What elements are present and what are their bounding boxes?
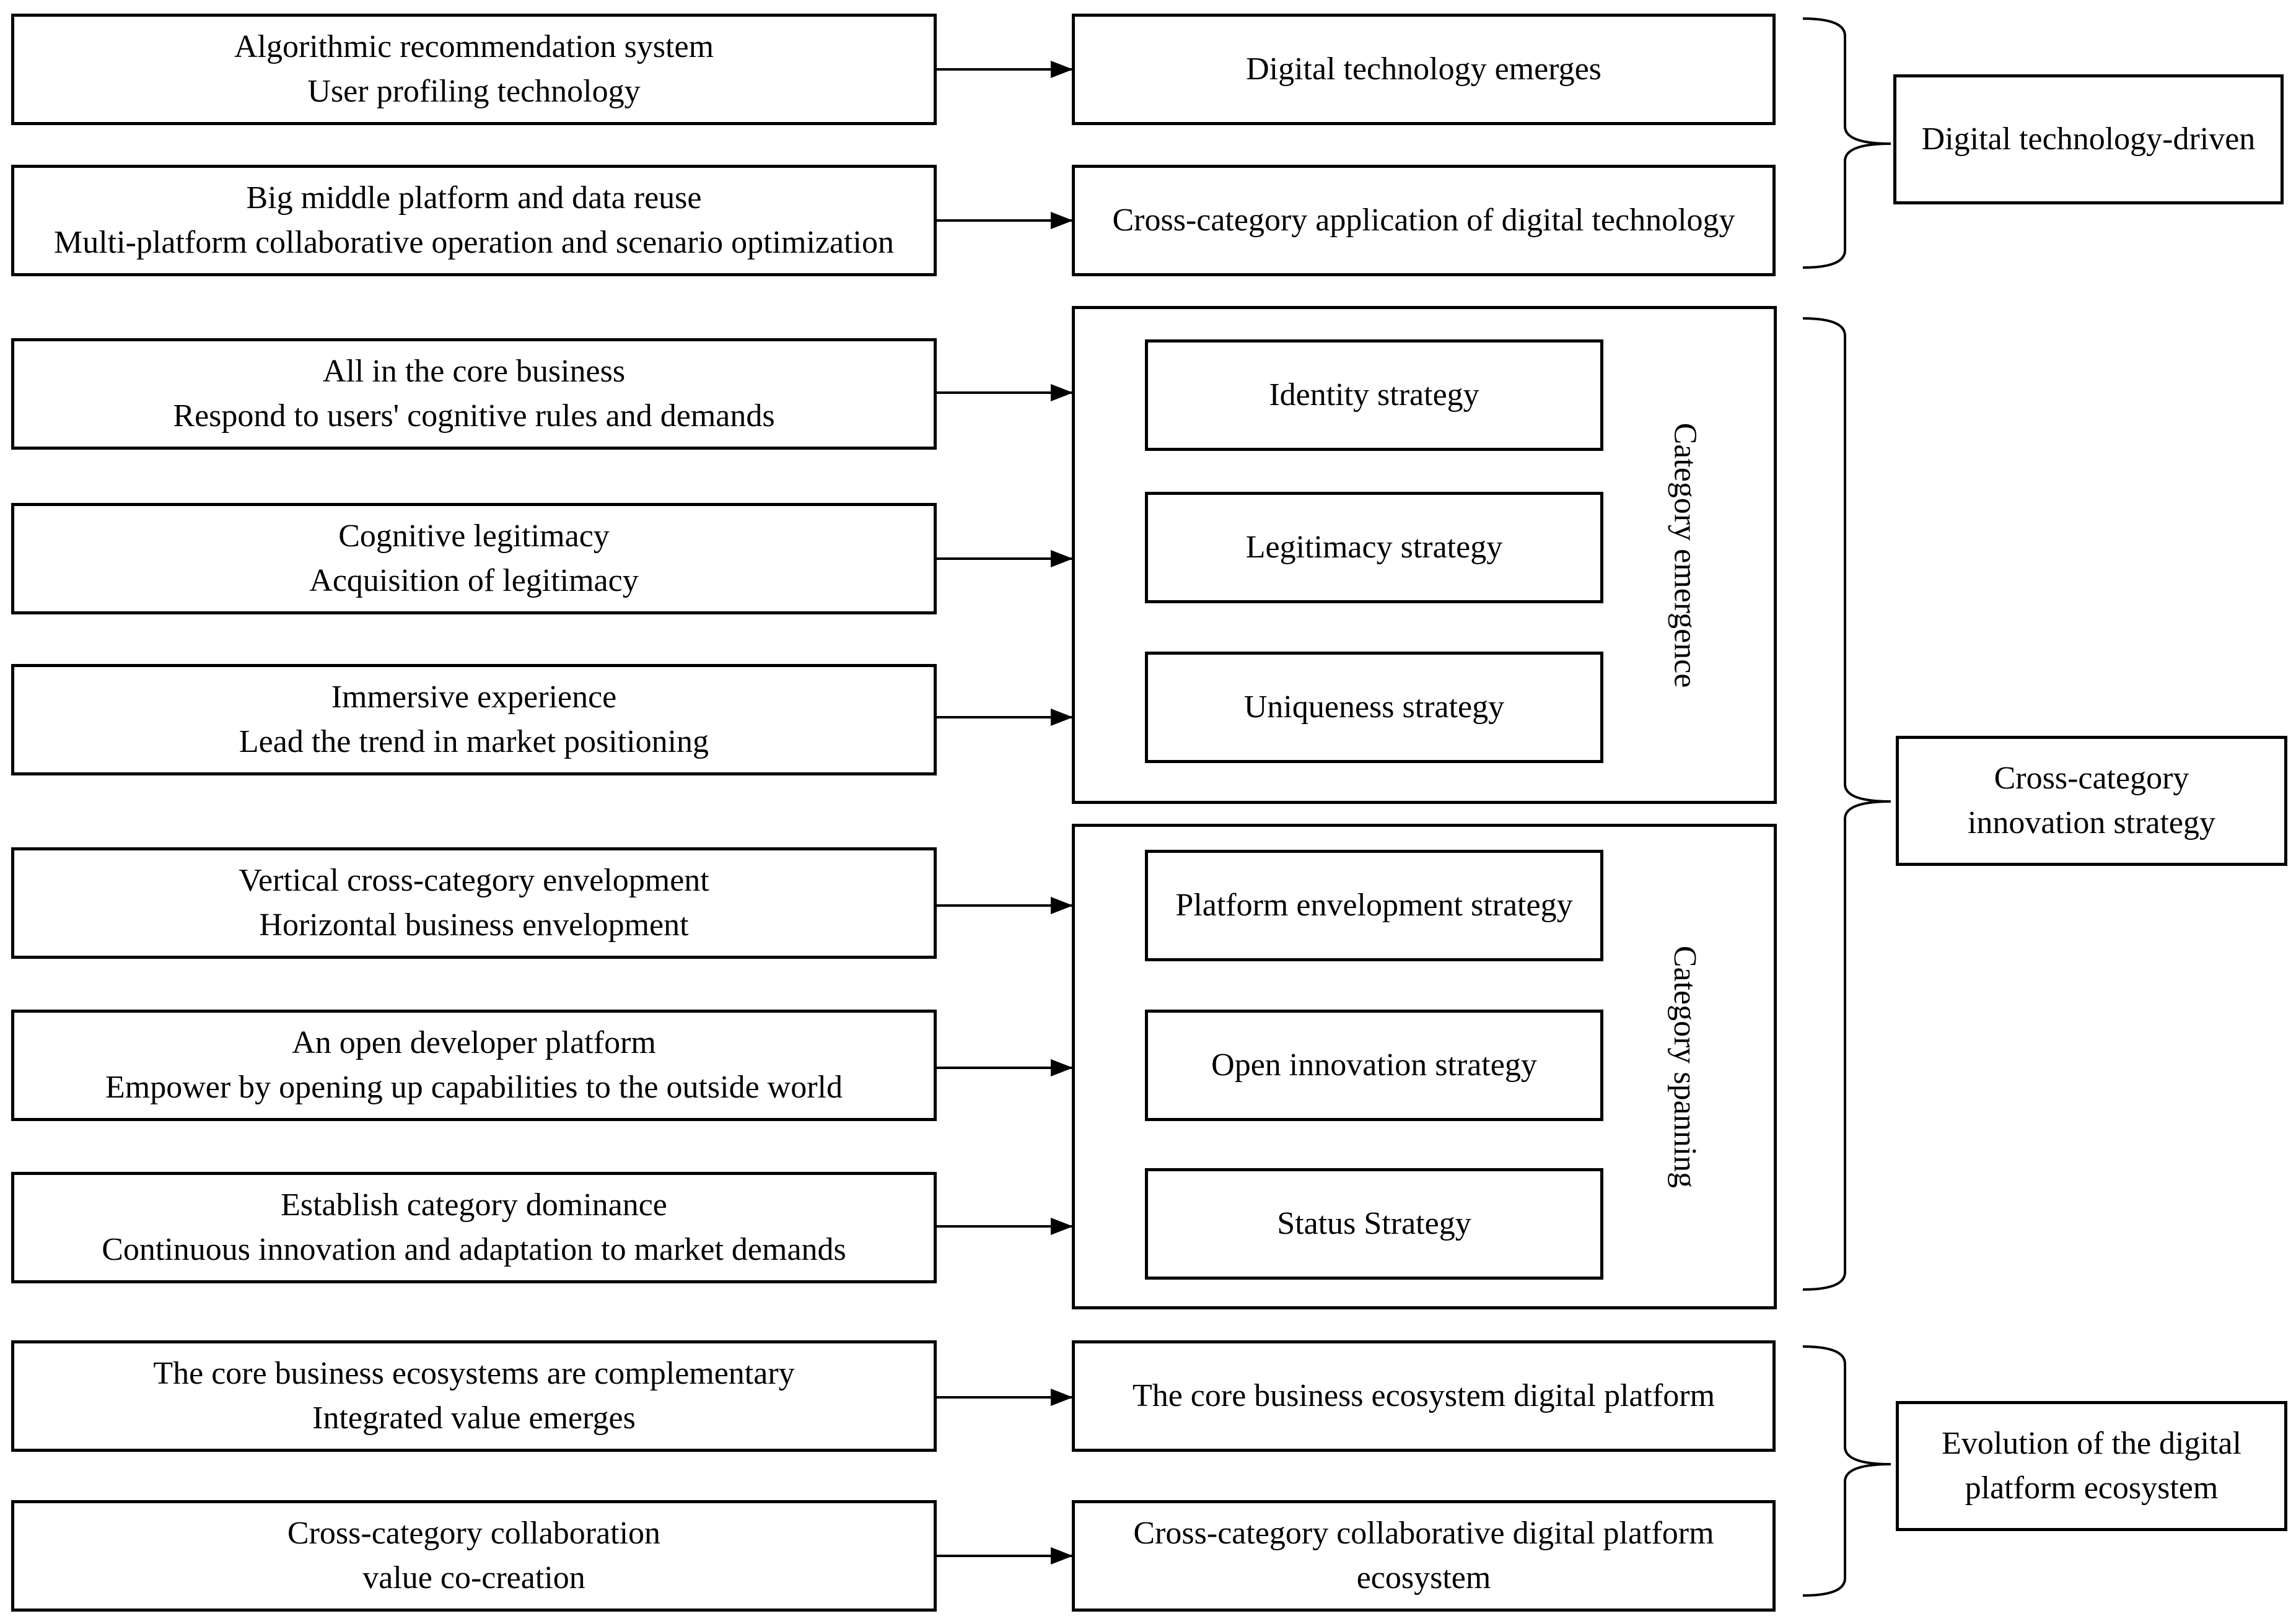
input-box-big-middle-platform: Big middle platform and data reuse Multi… — [11, 165, 937, 276]
outcome-label: innovation strategy — [1967, 805, 2216, 840]
input-line: Respond to users' cognitive rules and de… — [173, 398, 775, 434]
input-box-envelopment: Vertical cross-category envelopment Hori… — [11, 847, 937, 959]
box-label: Digital technology emerges — [1246, 51, 1602, 87]
input-line: Multi-platform collaborative operation a… — [54, 225, 894, 260]
outcome-label: Digital technology-driven — [1921, 121, 2256, 157]
input-line: Lead the trend in market positioning — [239, 724, 709, 759]
cross-category-innovation-strategy-box: Cross-category innovation strategy — [1896, 736, 2287, 866]
input-line: value co-creation — [362, 1560, 585, 1596]
platform-envelopment-strategy-box: Platform envelopment strategy — [1145, 850, 1603, 961]
brace-connector — [1802, 17, 1891, 269]
brace-connector — [1802, 317, 1891, 1291]
input-line: Establish category dominance — [281, 1187, 667, 1223]
platform-ecosystem-evolution-box: Evolution of the digital platform ecosys… — [1896, 1401, 2287, 1531]
input-box-open-developer-platform: An open developer platform Empower by op… — [11, 1010, 937, 1121]
box-label: Platform envelopment strategy — [1175, 888, 1573, 923]
input-box-core-business: All in the core business Respond to user… — [11, 338, 937, 450]
box-label: Identity strategy — [1269, 377, 1479, 413]
input-line: An open developer platform — [292, 1025, 656, 1060]
input-line: Integrated value emerges — [312, 1400, 636, 1436]
box-label: Uniqueness strategy — [1243, 689, 1505, 725]
box-label: Cross-category application of digital te… — [1112, 203, 1735, 238]
category-spanning-group — [1072, 824, 1777, 1309]
digital-technology-emerges-box: Digital technology emerges — [1072, 14, 1776, 125]
category-emergence-label: Category emergence — [1611, 306, 1759, 804]
collaborative-ecosystem-box: Cross-category collaborative digital pla… — [1072, 1500, 1776, 1612]
core-business-ecosystem-box: The core business ecosystem digital plat… — [1072, 1340, 1776, 1452]
open-innovation-strategy-box: Open innovation strategy — [1145, 1010, 1603, 1121]
input-line: Cross-category collaboration — [287, 1516, 661, 1551]
legitimacy-strategy-box: Legitimacy strategy — [1145, 492, 1603, 603]
input-line: Acquisition of legitimacy — [309, 563, 639, 598]
box-label: ecosystem — [1356, 1560, 1491, 1596]
group-label-text: Category emergence — [1667, 422, 1703, 688]
input-line: Immersive experience — [331, 679, 617, 715]
input-line: Big middle platform and data reuse — [246, 180, 702, 216]
category-spanning-label: Category spanning — [1611, 824, 1759, 1309]
input-box-cross-category-collaboration: Cross-category collaboration value co-cr… — [11, 1500, 937, 1612]
status-strategy-box: Status Strategy — [1145, 1168, 1603, 1280]
input-line: All in the core business — [322, 354, 626, 389]
uniqueness-strategy-box: Uniqueness strategy — [1145, 652, 1603, 763]
digital-technology-driven-box: Digital technology-driven — [1893, 74, 2284, 204]
box-label: Open innovation strategy — [1211, 1047, 1537, 1083]
input-box-cognitive-legitimacy: Cognitive legitimacy Acquisition of legi… — [11, 503, 937, 614]
brace-connector — [1802, 1345, 1891, 1597]
box-label: Status Strategy — [1277, 1206, 1471, 1241]
input-line: Continuous innovation and adaptation to … — [102, 1232, 846, 1267]
input-box-category-dominance: Establish category dominance Continuous … — [11, 1172, 937, 1283]
group-label-text: Category spanning — [1667, 945, 1703, 1188]
input-line: Algorithmic recommendation system — [234, 29, 714, 64]
box-label: Cross-category collaborative digital pla… — [1133, 1516, 1714, 1551]
input-line: Cognitive legitimacy — [338, 518, 610, 554]
input-box-ecosystem-complementary: The core business ecosystems are complem… — [11, 1340, 937, 1452]
input-line: The core business ecosystems are complem… — [153, 1356, 795, 1391]
input-line: Empower by opening up capabilities to th… — [105, 1070, 843, 1105]
input-box-algorithmic-recommendation: Algorithmic recommendation system User p… — [11, 14, 937, 125]
input-line: User profiling technology — [307, 74, 641, 109]
outcome-label: Evolution of the digital — [1942, 1426, 2241, 1461]
category-emergence-group — [1072, 306, 1777, 804]
input-line: Vertical cross-category envelopment — [239, 863, 709, 898]
input-box-immersive-experience: Immersive experience Lead the trend in m… — [11, 664, 937, 775]
outcome-label: platform ecosystem — [1965, 1470, 2219, 1506]
outcome-label: Cross-category — [1994, 761, 2189, 796]
box-label: The core business ecosystem digital plat… — [1132, 1378, 1715, 1413]
identity-strategy-box: Identity strategy — [1145, 339, 1603, 451]
input-line: Horizontal business envelopment — [259, 907, 689, 943]
box-label: Legitimacy strategy — [1245, 530, 1503, 565]
cross-category-application-box: Cross-category application of digital te… — [1072, 165, 1776, 276]
